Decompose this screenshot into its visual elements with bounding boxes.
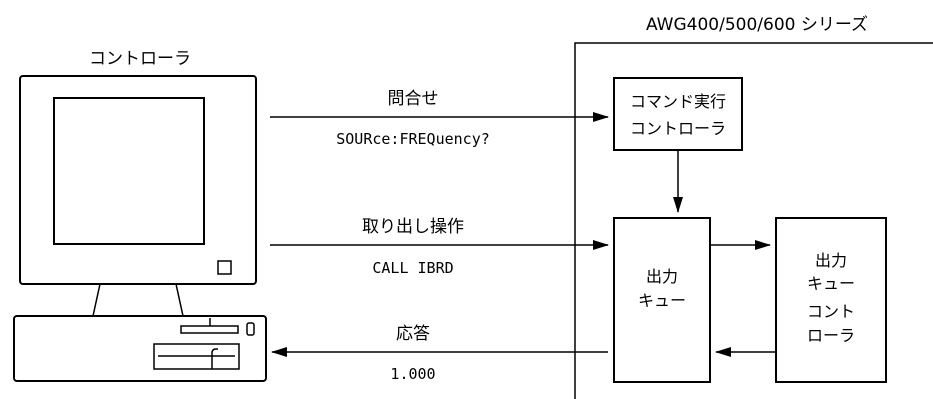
output-queue-controller-line-1: 出力 [815, 251, 847, 270]
read-label: 取り出し操作 [362, 217, 464, 237]
controller-title: コントローラ [89, 49, 191, 69]
command-box-line-2: コントローラ [630, 119, 726, 138]
query-command: SOURce:FREQuency? [336, 130, 490, 148]
output-queue-controller-line-4: ローラ [807, 326, 855, 345]
command-execution-controller-box: コマンド実行 コントローラ [613, 77, 743, 151]
response-value: 1.000 [390, 365, 435, 383]
output-queue-line-1: 出力 [646, 267, 678, 286]
response-label: 応答 [396, 324, 430, 344]
command-box-line-1: コマンド実行 [630, 92, 726, 111]
query-label: 問合せ [388, 89, 439, 109]
read-command: CALL IBRD [372, 259, 453, 277]
output-queue-box: 出力 キュー [613, 217, 711, 383]
instrument-frame [574, 42, 933, 399]
output-queue-controller-box: 出力 キュー コント ローラ [775, 217, 887, 383]
output-queue-controller-line-3: コント [807, 302, 855, 321]
output-queue-line-2: キュー [638, 291, 686, 310]
instrument-title: AWG400/500/600 シリーズ [646, 15, 868, 35]
output-queue-controller-line-2: キュー [807, 274, 855, 293]
computer-icon [13, 75, 267, 382]
